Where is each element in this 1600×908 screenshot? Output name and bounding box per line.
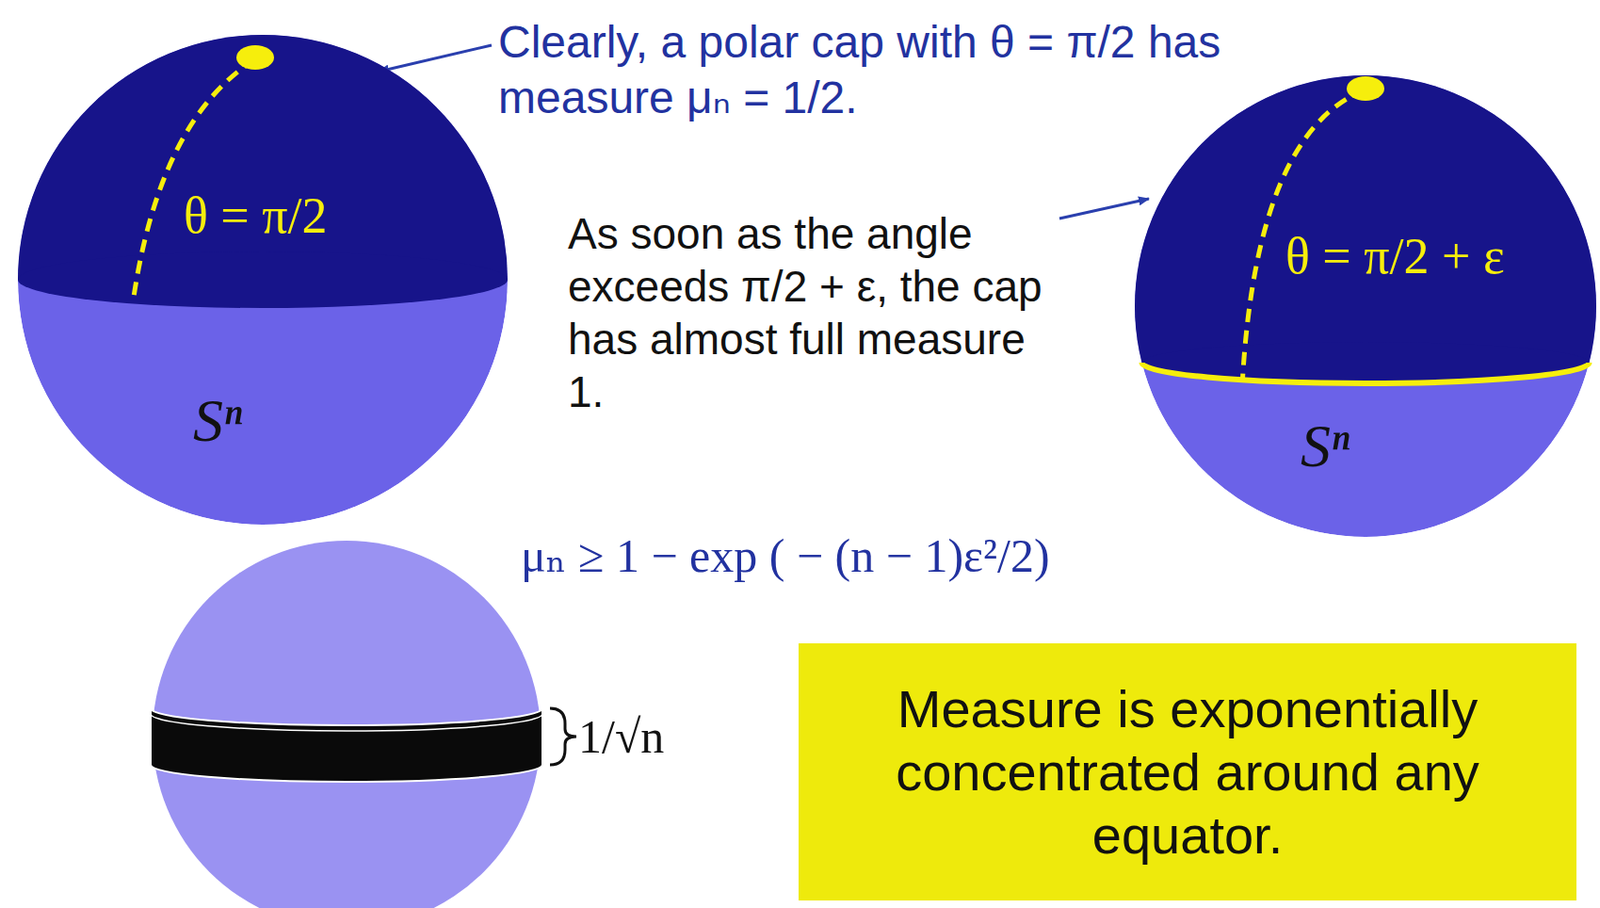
brace — [549, 708, 577, 765]
pole-dot — [1346, 76, 1385, 101]
annotation-text: As soon as the angle exceeds π/2 + ε, th… — [567, 207, 1067, 419]
conclusion-box: Measure is exponentially concentrated ar… — [798, 643, 1577, 901]
text-holder: Measure is exponentially concentrated ar… — [826, 677, 1549, 868]
text-holder: As soon as the angle exceeds π/2 + ε, th… — [567, 207, 1067, 419]
cap-boundary-ring — [1141, 362, 1589, 384]
text-holder: μₙ ≥ 1 − exp ( − (n − 1)ε²/2) — [520, 527, 1051, 585]
text-holder: θ = π/2 — [183, 185, 328, 247]
text-holder: Sⁿ — [193, 385, 243, 458]
sphere-lower-part — [1134, 75, 1597, 537]
formula: μₙ ≥ 1 − exp ( − (n − 1)ε²/2) — [520, 527, 1051, 585]
leader-arrow — [1059, 198, 1149, 219]
polar-cap-edge — [1141, 341, 1589, 384]
sphere-lower-half — [17, 34, 508, 525]
sphere-polar-cap-shape — [17, 34, 508, 525]
angle-label: θ = π/2 — [183, 185, 328, 247]
polar-cap — [17, 34, 508, 280]
leader-arrow — [378, 45, 492, 72]
text-holder: 1/√n — [578, 708, 664, 766]
equator-band — [150, 708, 543, 782]
pole-dot — [236, 45, 275, 70]
conclusion-text: Measure is exponentially concentrated ar… — [826, 677, 1549, 868]
sphere-extended-cap: θ = π/2 + ε Sⁿ — [1134, 75, 1597, 537]
polar-cap — [1134, 75, 1597, 363]
sphere-extended-cap-shape — [1134, 75, 1597, 537]
text-holder: Sⁿ — [1300, 410, 1350, 484]
text-holder: Clearly, a polar cap with θ = π/2 has me… — [498, 15, 1280, 126]
polar-cap-edge — [17, 251, 508, 308]
sphere-label: Sⁿ — [193, 385, 243, 458]
text-holder: θ = π/2 + ε — [1285, 226, 1505, 288]
angle-arc — [132, 59, 256, 304]
angle-label: θ = π/2 + ε — [1285, 226, 1505, 288]
highlight-box — [798, 643, 1577, 901]
width-label: 1/√n — [578, 708, 664, 766]
sphere-polar-cap: θ = π/2Sⁿ — [17, 34, 508, 525]
sphere-label: Sⁿ — [1300, 410, 1350, 484]
annotation-text: Clearly, a polar cap with θ = π/2 has me… — [498, 15, 1280, 126]
band-edge — [150, 713, 543, 731]
